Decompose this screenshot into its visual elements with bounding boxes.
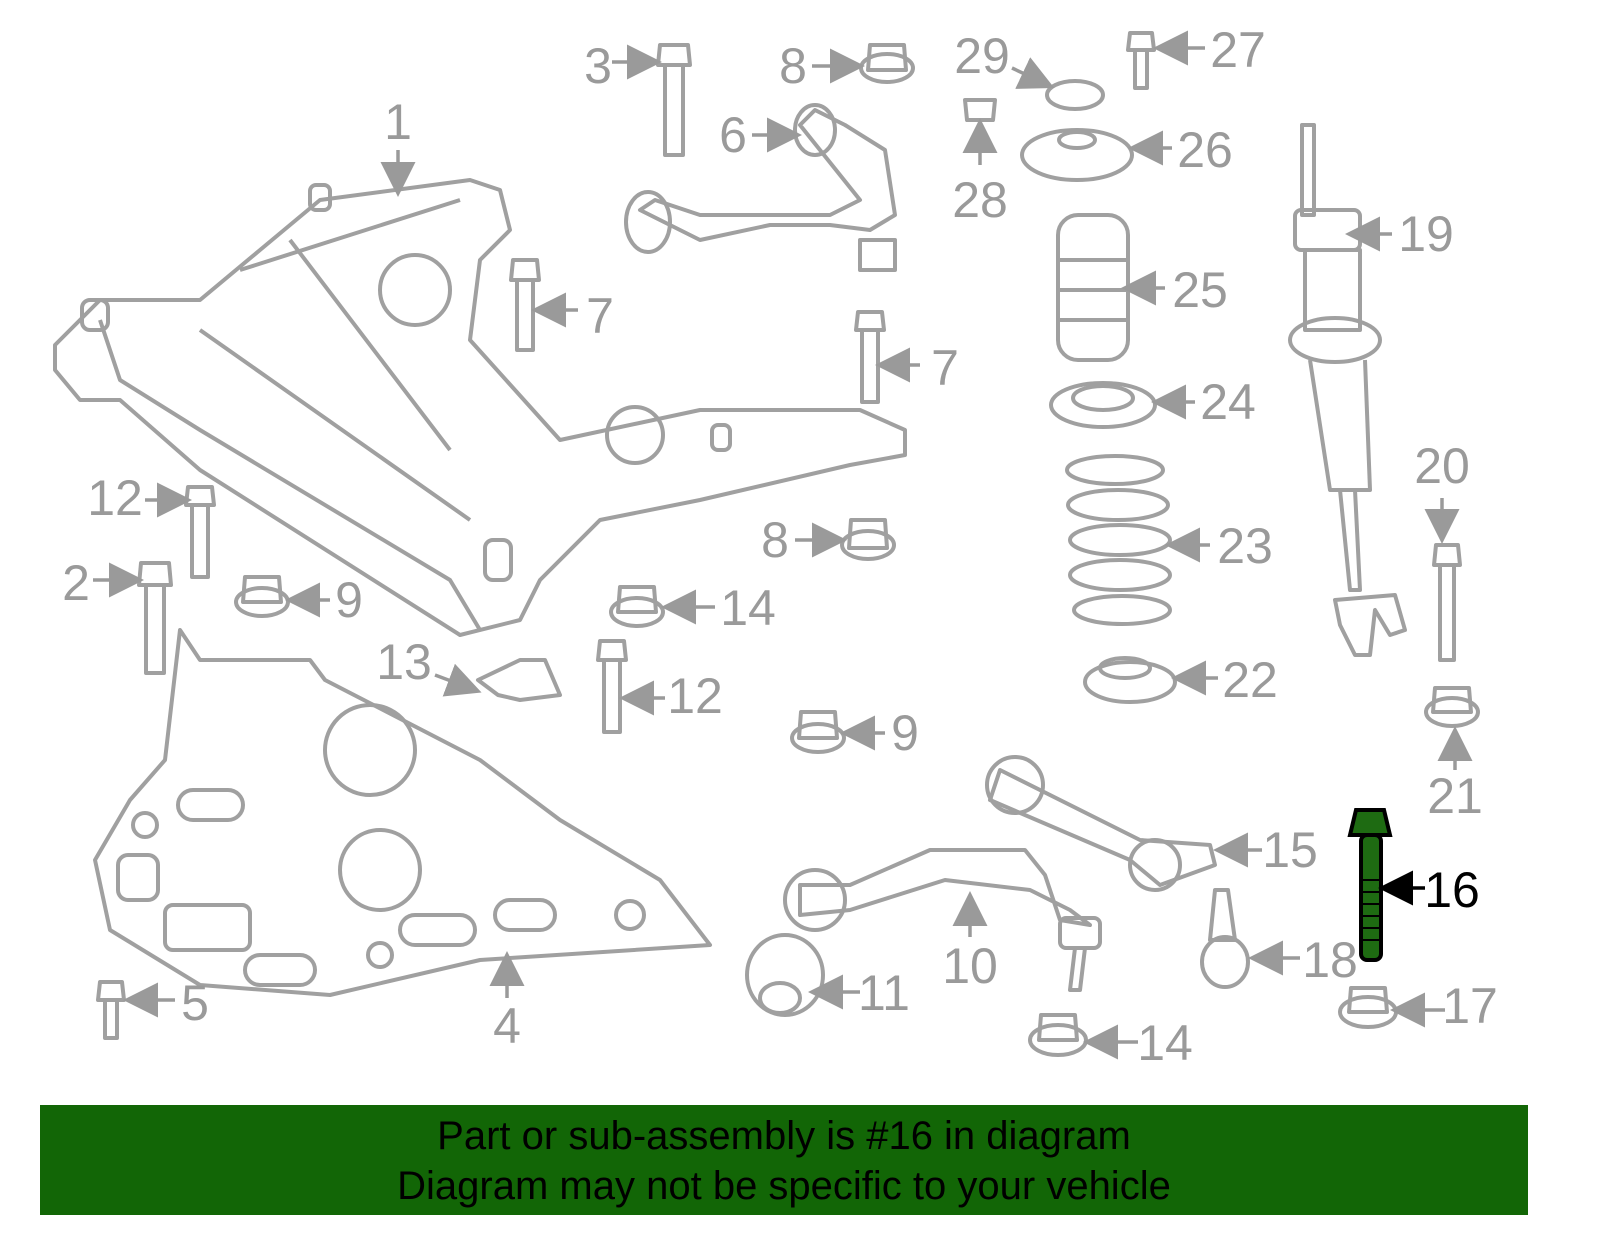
callout-1: 1 (384, 94, 412, 150)
callout-25: 25 (1172, 262, 1228, 318)
upper-control-arm-part (624, 103, 897, 272)
callout-8b: 8 (761, 512, 789, 568)
ball-joint-part (1200, 888, 1250, 989)
callout-14b: 14 (1137, 1015, 1193, 1071)
callout-6: 6 (719, 107, 747, 163)
callout-8: 8 (779, 38, 807, 94)
callout-22: 22 (1222, 652, 1278, 708)
bump-stop-part (1056, 213, 1130, 362)
callout-12a: 12 (87, 470, 143, 526)
callout-9a: 9 (335, 572, 363, 628)
banner-line-1: Part or sub-assembly is #16 in diagram (437, 1114, 1131, 1158)
info-banner: Part or sub-assembly is #16 in diagram D… (40, 1105, 1528, 1215)
callout-9b: 9 (891, 705, 919, 761)
callout-7b: 7 (931, 340, 959, 396)
spring-part (1065, 454, 1172, 626)
callout-26: 26 (1177, 122, 1233, 178)
callout-4: 4 (493, 998, 521, 1054)
lower-control-arm-15-part (985, 755, 1217, 892)
callout-14a: 14 (720, 580, 776, 636)
callout-27: 27 (1210, 22, 1266, 78)
callout-28: 28 (952, 172, 1008, 228)
callout-19: 19 (1398, 206, 1454, 262)
spring-seat-part (1020, 79, 1177, 704)
subframe-part (53, 178, 907, 637)
callout-10: 10 (942, 938, 998, 994)
strut-part (1288, 123, 1407, 657)
callout-23: 23 (1217, 518, 1273, 574)
bushing-part (745, 933, 825, 1017)
callout-20: 20 (1414, 438, 1470, 494)
callout-3: 3 (584, 38, 612, 94)
skid-plate-part (93, 628, 712, 997)
callout-21: 21 (1427, 768, 1483, 824)
callout-5: 5 (181, 975, 209, 1031)
callout-15: 15 (1262, 822, 1318, 878)
callout-29: 29 (954, 28, 1010, 84)
callout-labels: 1 3 8 29 27 6 28 26 19 7 25 7 24 20 12 8… (62, 22, 1498, 1071)
callout-18: 18 (1302, 932, 1358, 988)
callout-11: 11 (858, 965, 910, 1021)
lower-control-arm-10-part (783, 848, 1102, 992)
callout-7a: 7 (586, 288, 614, 344)
callout-13: 13 (376, 634, 432, 690)
callout-2: 2 (62, 555, 90, 611)
callout-17: 17 (1442, 978, 1498, 1034)
callout-16: 16 (1424, 862, 1480, 918)
banner-line-2: Diagram may not be specific to your vehi… (397, 1164, 1171, 1208)
callout-arrows (93, 30, 1473, 1060)
callout-12b: 12 (667, 668, 723, 724)
callout-24: 24 (1200, 374, 1256, 430)
